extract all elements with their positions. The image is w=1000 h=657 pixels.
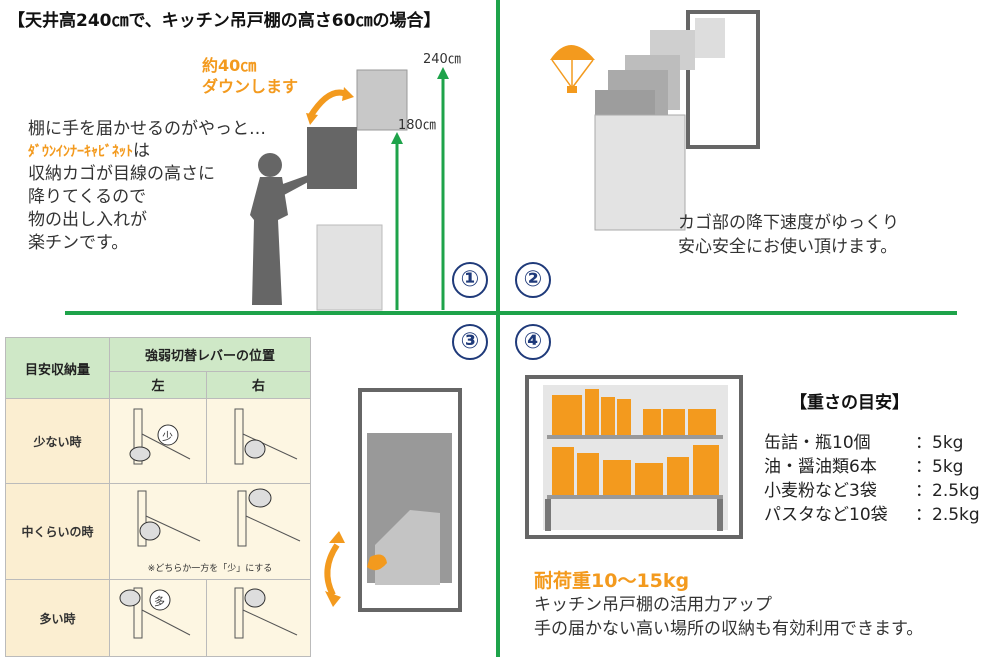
panel2-text-1: カゴ部の降下速度がゆっくり — [678, 213, 899, 233]
weight-item-4: パスタなど10袋 — [764, 505, 888, 525]
down-arrow-icon — [307, 89, 350, 119]
weight-value-1: ：5kg — [915, 433, 964, 453]
page-title: 【天井高240㎝で、キッチン吊戸棚の高さ60㎝の場合】 — [8, 11, 441, 31]
label-180: 180㎝ — [398, 118, 436, 133]
weight-item-3: 小麦粉など3袋 — [764, 481, 877, 501]
bottom-shelf-items — [552, 445, 719, 495]
panel-number-3: ③ — [452, 324, 488, 360]
panel4-illustration — [525, 375, 743, 539]
col-header-right: 右 — [206, 370, 311, 400]
callout-line2: ダウンします — [202, 77, 299, 96]
lever-position-table: 目安収納量 強弱切替レバーの位置 左 右 少ない時 少 中くらいの時 ※どちらか… — [5, 337, 311, 657]
panel3-illustration — [324, 388, 462, 612]
row-label-medium: 中くらいの時 — [5, 483, 110, 580]
up-down-arrow-icon — [324, 531, 345, 607]
weight-item-2: 油・醤油類6本 — [764, 457, 877, 477]
lever-cell — [206, 579, 311, 657]
weight-item-1: 缶詰・瓶10個 — [764, 433, 871, 453]
panel1-text-1: 棚に手を届かせるのがやっと… — [28, 119, 266, 139]
panel1-illustration — [250, 67, 449, 311]
panel1-text-6: 楽チンです。 — [28, 233, 129, 253]
lever-cell-medium: ※どちらか一方を「少」にする — [109, 483, 311, 580]
row-label-large: 多い時 — [5, 579, 110, 657]
panel2-text-2: 安心安全にお使い頂けます。 — [678, 237, 898, 257]
load-capacity-title: 耐荷重10～15kg — [534, 570, 690, 592]
parachute-icon — [550, 45, 595, 93]
panel4-text-2: 手の届かない高い場所の収納も有効利用できます。 — [534, 619, 924, 639]
panel2-illustration — [550, 10, 760, 231]
lever-cell — [206, 398, 311, 484]
col-header-left: 左 — [109, 370, 207, 400]
lever-cell: 少 — [109, 398, 207, 484]
lever-cell: 多 — [109, 579, 207, 657]
weight-value-4: ：2.5kg — [915, 505, 980, 525]
label-240: 240㎝ — [423, 52, 461, 67]
weight-title: 【重さの目安】 — [790, 393, 909, 413]
lever-highlight — [367, 554, 387, 571]
lowered-basket — [594, 114, 686, 231]
panel-number-2: ② — [515, 262, 551, 298]
panel1-text-3: 収納カゴが目線の高さに — [28, 164, 215, 184]
horizontal-divider — [65, 311, 957, 315]
upper-cabinet — [356, 69, 408, 131]
weight-value-3: ：2.5kg — [915, 481, 980, 501]
top-shelf-items — [552, 389, 716, 435]
product-name: ﾀﾞｳﾝｲﾝﾅｰｷｬﾋﾞﾈｯﾄ — [28, 144, 133, 160]
col-header-lever: 強弱切替レバーの位置 — [109, 337, 311, 372]
col-header-capacity: 目安収納量 — [5, 337, 110, 399]
callout-line1: 約40㎝ — [202, 56, 257, 75]
panel-number-1: ① — [452, 262, 488, 298]
row-label-small: 少ない時 — [5, 398, 110, 484]
table-note: ※どちらか一方を「少」にする — [147, 564, 273, 574]
panel1-text-4: 降りてくるので — [28, 187, 147, 207]
panel1-text-5: 物の出し入れが — [28, 210, 147, 230]
person-silhouette — [250, 153, 310, 305]
badge-large: 多 — [154, 594, 165, 608]
lowered-cabinet — [307, 127, 357, 189]
panel-number-4: ④ — [515, 324, 551, 360]
badge-small: 少 — [162, 430, 173, 443]
panel4-text-1: キッチン吊戸棚の活用力アップ — [534, 595, 772, 615]
vertical-divider — [496, 0, 500, 657]
weight-value-2: ：5kg — [915, 457, 964, 477]
counter — [316, 224, 383, 311]
panel1-text-2: ﾀﾞｳﾝｲﾝﾅｰｷｬﾋﾞﾈｯﾄは — [28, 141, 150, 161]
